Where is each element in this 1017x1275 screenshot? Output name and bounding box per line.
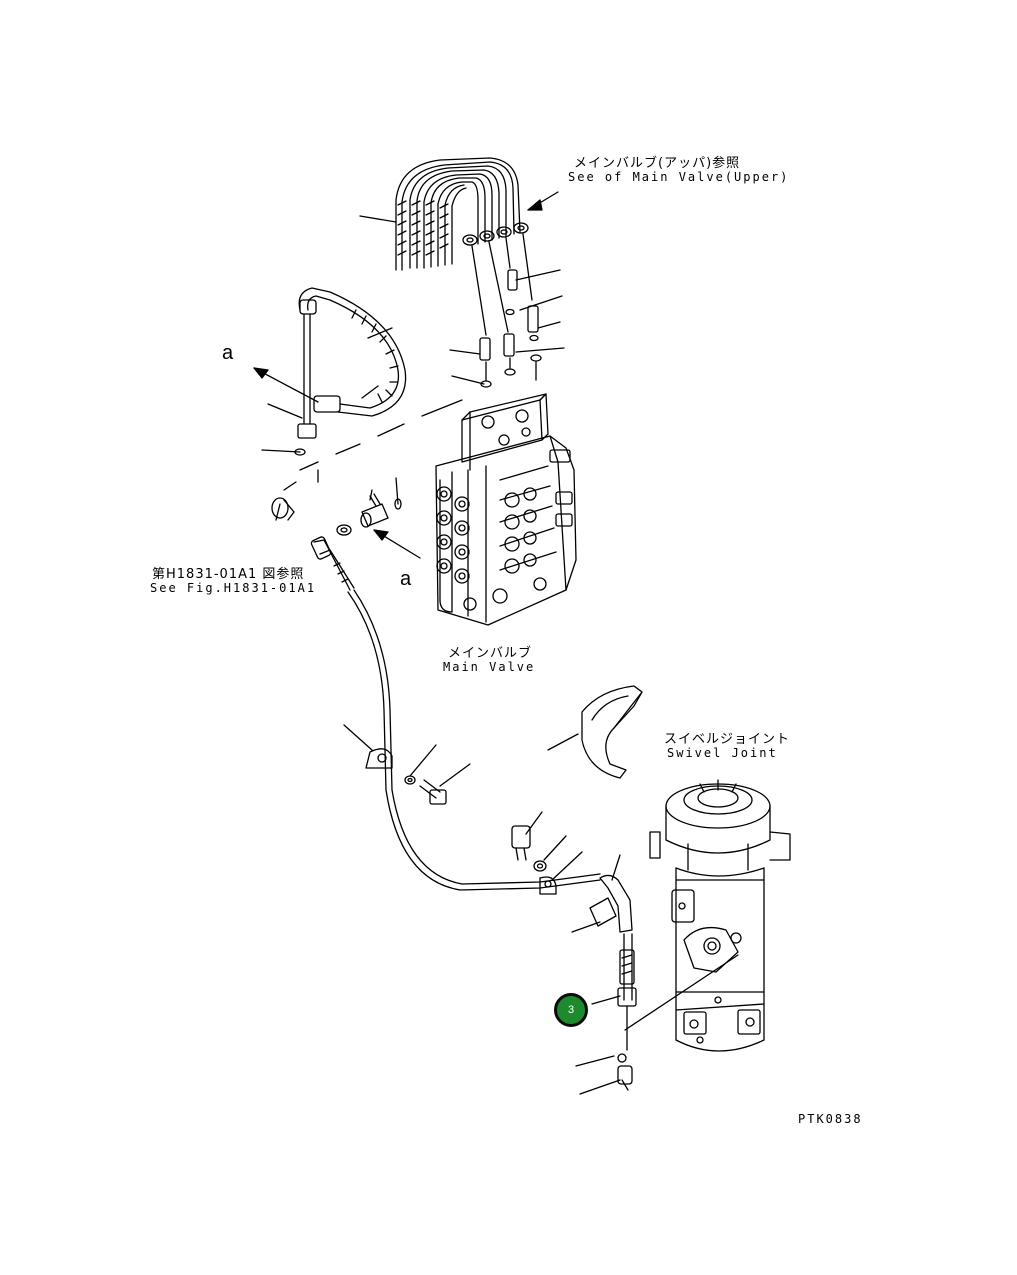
part-callout-badge[interactable]: 3: [554, 993, 588, 1027]
elbow-and-hose: [589, 874, 637, 1091]
see-figure-ref-en: See Fig.H1831-01A1: [150, 581, 317, 595]
small-fittings: [271, 493, 402, 536]
main-valve-label-ja: メインバルブ: [448, 646, 533, 661]
connector-fittings: [479, 269, 542, 388]
hose-protector: [581, 685, 643, 779]
swivel-joint-label-en: Swivel Joint: [667, 746, 778, 760]
swivel-joint-body: [649, 779, 791, 1052]
main-valve-body: [435, 393, 577, 626]
callout-leader: [591, 995, 621, 1005]
reference-arrows: [253, 191, 559, 559]
swivel-clamp: [511, 825, 557, 895]
hose-clamp: [365, 748, 447, 805]
see-figure-ref-ja: 第H1831-01A1 図参照: [152, 567, 305, 582]
reference-dash-line: [283, 399, 463, 491]
upper-hose-bundle: [395, 157, 533, 336]
main-valve-upper-ref-en: See of Main Valve(Upper): [568, 170, 790, 184]
pilot-hose: [310, 536, 601, 891]
ref-marker-a-bottom: a: [400, 568, 412, 590]
drawing-code: PTK0838: [798, 1112, 863, 1126]
main-valve-upper-ref-ja: メインバルブ(アッパ)参照: [574, 156, 741, 171]
ref-marker-a-top: a: [222, 342, 234, 364]
left-hose: [294, 287, 407, 456]
main-valve-label-en: Main Valve: [443, 660, 536, 674]
swivel-joint-label-ja: スイベルジョイント: [664, 732, 791, 747]
